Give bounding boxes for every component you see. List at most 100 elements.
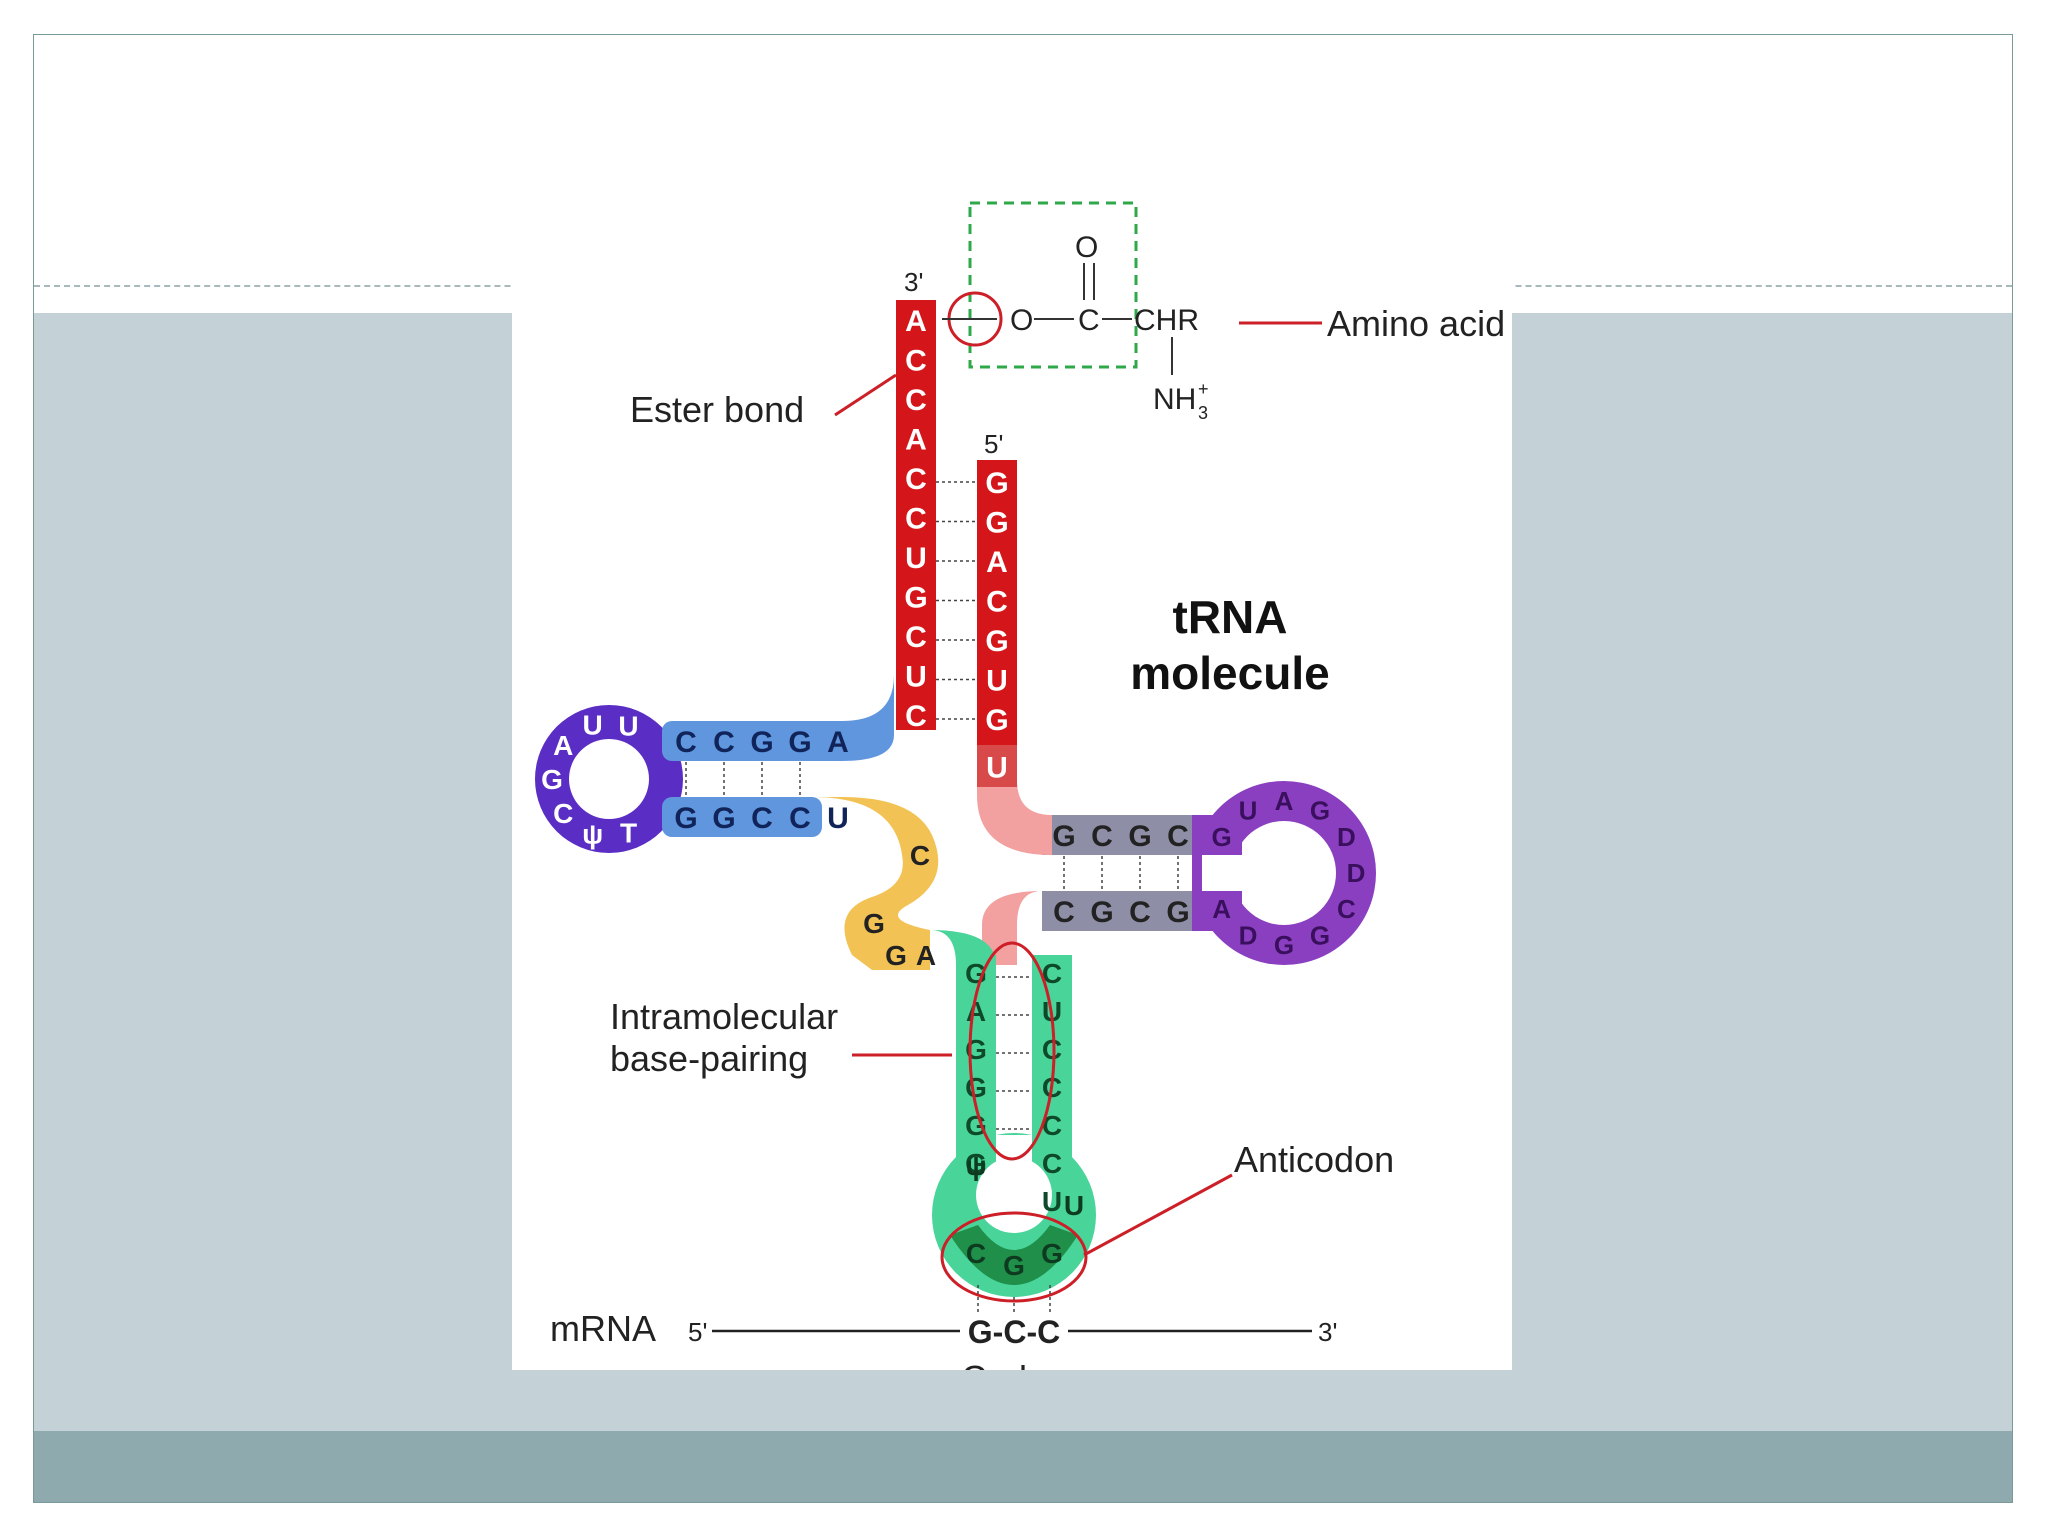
nucleotide-t_loop-9: D xyxy=(1239,920,1258,950)
trna-title-2: molecule xyxy=(1130,647,1329,699)
nucleotide-d_stem_top-0: C xyxy=(675,726,697,759)
acceptor-3-strand-shape xyxy=(896,300,936,730)
chem-o: O xyxy=(1010,304,1033,337)
nucleotide-acceptor_3_strand-6: U xyxy=(905,542,927,575)
nucleotide-d_loop-5: ψ xyxy=(582,819,603,850)
amino-acid-label: Amino acid xyxy=(1327,303,1505,344)
mrna-5prime: 5' xyxy=(688,1317,707,1347)
anticodon-ellipse xyxy=(940,1211,1088,1303)
d-loop-hole xyxy=(569,739,649,819)
mrna-label: mRNA xyxy=(550,1308,656,1349)
nucleotide-t_stem_bottom-0: C xyxy=(1053,896,1075,929)
anticodon-to-variable xyxy=(930,930,996,965)
nucleotide-variable_region-0: C xyxy=(910,840,930,871)
nucleotide-anticodon_stem_right-5: C xyxy=(1042,1148,1062,1179)
chem-nh3-plus: + xyxy=(1198,379,1209,399)
nucleotide-variable_region-1: G xyxy=(863,908,885,939)
nucleotide-anticodon_stem_right-0: C xyxy=(1042,958,1062,989)
d-stem-bottom-shape xyxy=(662,797,822,837)
nucleotide-acceptor_3_strand-4: C xyxy=(905,463,927,496)
nucleotide-anticodon_loop-4: G xyxy=(1041,1238,1063,1269)
codon-label: Codon xyxy=(961,1358,1067,1370)
nucleotide-acceptor_5_strand-4: G xyxy=(985,625,1008,658)
nucleotide-anticodon_loop-0: ψ xyxy=(965,1150,986,1181)
nucleotide-anticodon_stem_left-3: G xyxy=(965,1072,987,1103)
nucleotide-acceptor_3_strand-3: A xyxy=(905,424,927,457)
nucleotide-acceptor_5_strand-7: U xyxy=(986,752,1008,785)
nucleotide-d_loop-6: T xyxy=(620,818,637,849)
nucleotide-t_loop-8: G xyxy=(1274,930,1294,960)
nucleotide-d_loop-1: U xyxy=(583,709,603,740)
nucleotide-t_loop-7: G xyxy=(1310,920,1330,950)
nucleotide-variable_region-3: A xyxy=(916,940,936,971)
nucleotide-acceptor_5_strand-5: U xyxy=(986,665,1008,698)
chem-nh3: NH xyxy=(1153,383,1196,416)
nucleotide-anticodon_stem_left-2: G xyxy=(965,1034,987,1065)
ester-bond-label: Ester bond xyxy=(630,389,804,430)
nucleotide-d_stem_bottom-1: G xyxy=(712,802,735,835)
acceptor-u-cell xyxy=(977,745,1017,787)
nucleotide-variable_region-2: G xyxy=(885,940,907,971)
anticodon-label: Anticodon xyxy=(1234,1139,1394,1180)
intramolecular-label-1: Intramolecular xyxy=(610,996,838,1037)
nucleotide-acceptor_5_strand-1: G xyxy=(985,507,1008,540)
chem-c: C xyxy=(1078,304,1100,337)
nucleotide-t_loop-3: G xyxy=(1310,796,1330,826)
nucleotide-acceptor_3_strand-1: C xyxy=(905,345,927,378)
nucleotide-d_loop-3: G xyxy=(541,764,563,795)
nucleotide-d_loop-2: A xyxy=(553,730,573,761)
nucleotide-t_loop-4: D xyxy=(1337,822,1356,852)
t-loop-hole xyxy=(1232,821,1336,925)
mrna-3prime: 3' xyxy=(1318,1317,1337,1347)
anticodon-dark-segment xyxy=(950,1225,1078,1285)
nucleotide-d_stem_top-3: G xyxy=(788,726,811,759)
nucleotide-acceptor_5_strand-0: G xyxy=(985,467,1008,500)
base-pair-lines xyxy=(685,481,1179,1130)
nucleotide-d_stem_top-4: A xyxy=(827,726,849,759)
nucleotide-t_stem_top-1: C xyxy=(1091,820,1113,853)
d-to-acceptor-bend xyxy=(812,675,894,761)
prime-3-top: 3' xyxy=(904,267,923,297)
nucleotide-t_stem_bottom-2: C xyxy=(1129,896,1151,929)
nucleotide-t_loop-6: C xyxy=(1337,894,1356,924)
nucleotide-anticodon_stem_right-4: C xyxy=(1042,1110,1062,1141)
nucleotide-d_stem_top-2: G xyxy=(750,726,773,759)
nucleotide-acceptor_3_strand-5: C xyxy=(905,503,927,536)
nucleotide-d_loop-0: U xyxy=(618,710,638,741)
nucleotide-d_stem_bottom-2: C xyxy=(751,802,773,835)
nucleotide-acceptor_3_strand-10: C xyxy=(905,700,927,733)
nucleotide-t_loop-10: A xyxy=(1212,894,1231,924)
acceptor-5-strand-shape xyxy=(977,460,1017,745)
nucleotide-d_stem_top-1: C xyxy=(713,726,735,759)
intramolecular-label-2: base-pairing xyxy=(610,1038,808,1079)
footer-band xyxy=(34,1431,2012,1502)
anticodon-pointer xyxy=(1083,1173,1233,1257)
nucleotide-t_stem_bottom-1: G xyxy=(1090,896,1113,929)
t-stem-top-shape xyxy=(1042,815,1202,855)
nucleotide-anticodon_stem_left-4: G xyxy=(965,1110,987,1141)
nucleotide-acceptor_5_strand-6: G xyxy=(985,704,1008,737)
nucleotide-anticodon_loop-3: G xyxy=(1003,1250,1025,1281)
nucleotide-t_stem_top-2: G xyxy=(1128,820,1151,853)
nucleotide-d_loop-4: C xyxy=(553,798,573,829)
nucleotide-anticodon_loop-1: U xyxy=(1064,1190,1084,1221)
nucleotide-t_loop-1: U xyxy=(1239,796,1258,826)
chem-chr: CHR xyxy=(1134,304,1199,337)
nucleotide-d_stem_bottom-4: U xyxy=(827,802,849,835)
nucleotide-acceptor_3_strand-7: G xyxy=(904,582,927,615)
prime-5-top: 5' xyxy=(984,429,1003,459)
nucleotide-t_stem_top-0: G xyxy=(1052,820,1075,853)
nucleotide-acceptor_3_strand-9: U xyxy=(905,661,927,694)
nucleotide-anticodon_loop-2: C xyxy=(966,1238,986,1269)
t-loop-joint-hole xyxy=(1202,855,1252,891)
chem-nh3-sub: 3 xyxy=(1198,403,1208,423)
nucleotide-t_stem_top-3: C xyxy=(1167,820,1189,853)
nucleotide-anticodon_stem_left-5: G xyxy=(965,1148,987,1179)
